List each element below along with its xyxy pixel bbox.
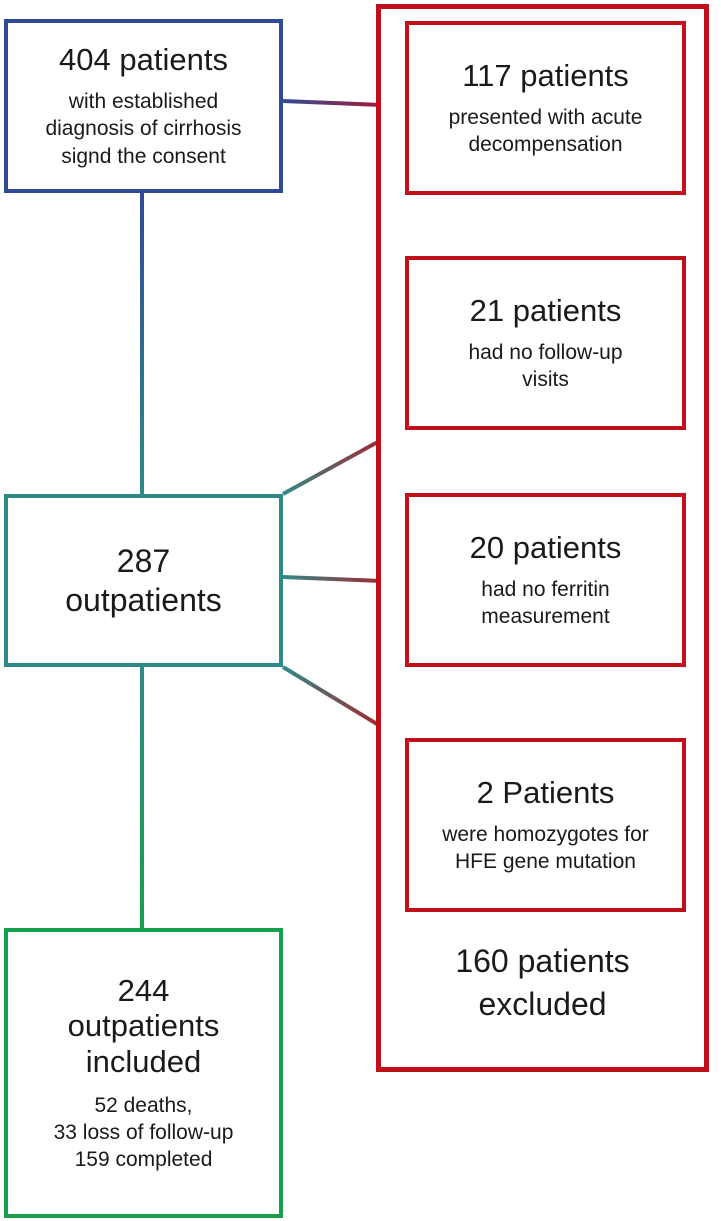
no-ferritin-detail: had no ferritin measurement xyxy=(481,577,610,628)
hfe-detail: were homozygotes for HFE gene mutation xyxy=(442,822,649,873)
no-followup-box: 21 patients had no follow-up visits xyxy=(405,256,686,430)
no-followup-detail: had no follow-up visits xyxy=(468,340,623,391)
included-count: 244 outpatients included xyxy=(67,972,220,1079)
hfe-count: 2 Patients xyxy=(476,774,615,810)
excluded-total-label: 160 patients excluded xyxy=(455,943,630,1023)
consent-box: 404 patients with established diagnosis … xyxy=(4,19,283,193)
consent-detail: with established diagnosis of cirrhosis … xyxy=(45,90,242,168)
outpatients-count: 287 outpatients xyxy=(65,543,222,618)
no-ferritin-count: 20 patients xyxy=(469,529,622,565)
acute-decompensation-box: 117 patients presented with acute decomp… xyxy=(405,21,686,195)
outpatients-box: 287 outpatients xyxy=(4,494,283,667)
consent-count: 404 patients xyxy=(59,42,228,78)
acute-detail: presented with acute decompensation xyxy=(448,105,643,156)
included-box: 244 outpatients included 52 deaths, 33 l… xyxy=(4,928,283,1218)
included-detail: 52 deaths, 33 loss of follow-up 159 comp… xyxy=(53,1093,234,1172)
no-ferritin-box: 20 patients had no ferritin measurement xyxy=(405,493,686,667)
acute-count: 117 patients xyxy=(462,57,629,93)
hfe-mutation-box: 2 Patients were homozygotes for HFE gene… xyxy=(405,738,686,912)
no-followup-count: 21 patients xyxy=(469,292,622,328)
